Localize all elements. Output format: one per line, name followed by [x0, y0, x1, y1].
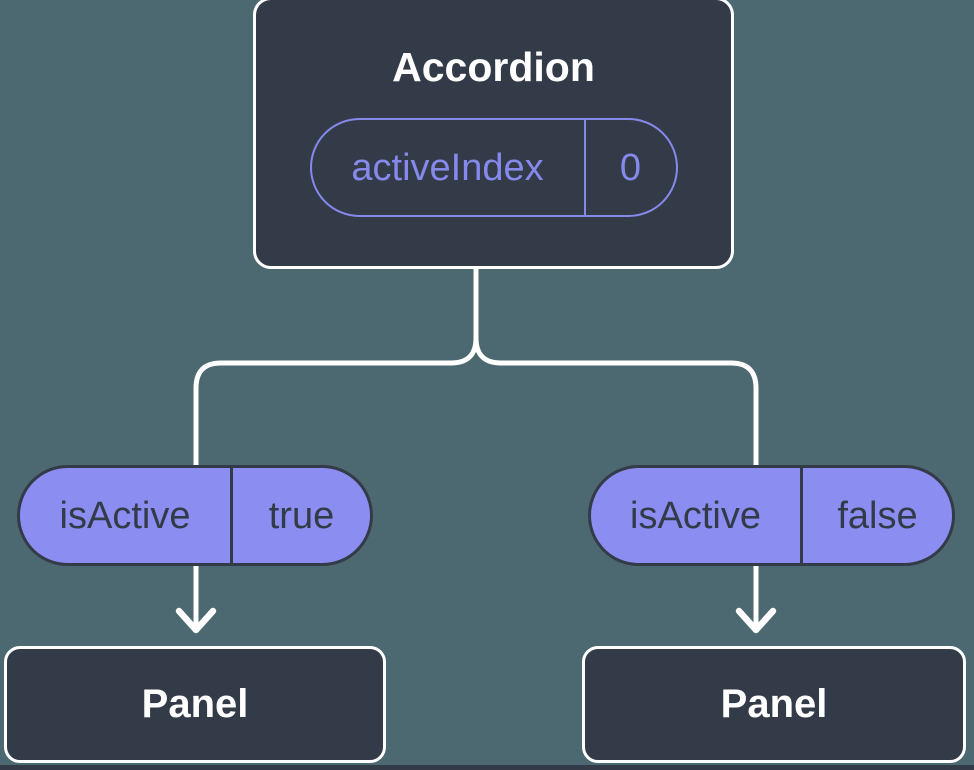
- panel-node-left: Panel: [4, 646, 386, 763]
- prop-pill-left-value: true: [268, 494, 335, 537]
- prop-pill-right-value: false: [837, 494, 918, 537]
- connector-root-to-right-branch: [473, 263, 759, 470]
- prop-pill-isactive-false: isActive false: [588, 465, 955, 566]
- accordion-node: Accordion activeIndex 0: [253, 0, 734, 269]
- prop-pill-isactive-true: isActive true: [17, 465, 373, 566]
- panel-node-left-title: Panel: [141, 682, 249, 726]
- left-arrow-down-icon: [175, 607, 217, 634]
- right-arrow-down-icon: [735, 607, 777, 634]
- bottom-edge-strip: [0, 765, 974, 770]
- state-pill-activeindex: activeIndex 0: [309, 118, 678, 218]
- accordion-node-title: Accordion: [392, 44, 595, 90]
- state-pill-name: activeIndex: [312, 120, 586, 216]
- state-pill-value: 0: [619, 146, 642, 189]
- prop-pill-right-name: isActive: [591, 468, 803, 563]
- prop-pill-left-name: isActive: [20, 468, 233, 563]
- connector-root-to-left-branch: [193, 263, 479, 470]
- panel-node-right: Panel: [582, 646, 966, 763]
- panel-node-right-title: Panel: [720, 682, 828, 726]
